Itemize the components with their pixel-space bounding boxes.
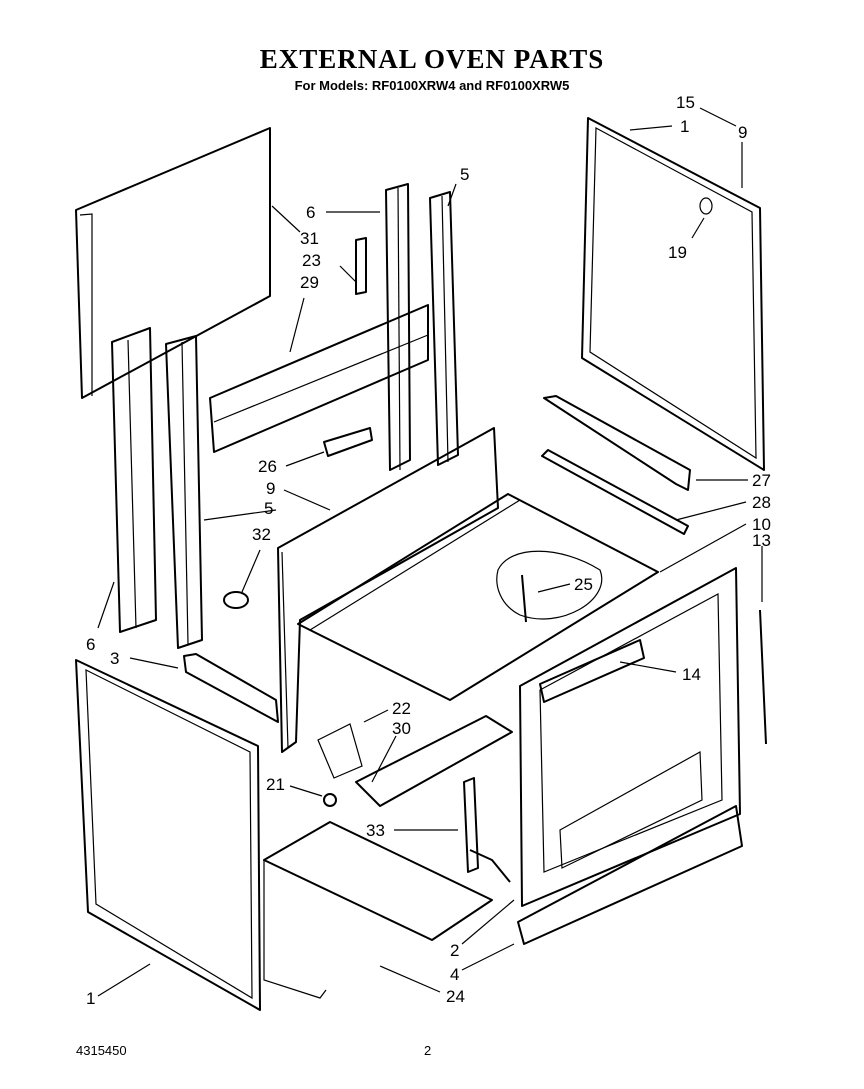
callout-24: 24: [446, 987, 465, 1006]
callout-23: 23: [302, 251, 321, 270]
side-panel-right-part: [581, 117, 765, 471]
strip-23-part: [355, 237, 367, 295]
callout-1-top: 1: [680, 117, 689, 136]
callout-13: 13: [752, 531, 771, 550]
callout-30: 30: [392, 719, 411, 738]
callout-22: 22: [392, 699, 411, 718]
callout-33: 33: [366, 821, 385, 840]
side-panel-left-part: [75, 659, 261, 1011]
strip-13-part: [759, 609, 767, 745]
callout-4: 4: [450, 965, 459, 984]
callout-1-bottom: 1: [86, 989, 95, 1008]
callout-25: 25: [574, 575, 593, 594]
callout-28: 28: [752, 493, 771, 512]
oven-bottom-part: [297, 493, 659, 701]
brace-3-part: [183, 653, 279, 723]
left-upright-parts: [111, 327, 203, 649]
page-number: 2: [424, 1043, 432, 1058]
rear-channel-parts: [385, 183, 459, 471]
callout-29: 29: [300, 273, 319, 292]
bracket-30-part: [355, 715, 513, 807]
callout-6-top: 6: [306, 203, 315, 222]
bottom-trim-part: [517, 805, 743, 945]
callout-31: 31: [300, 229, 319, 248]
callout-15: 15: [676, 93, 695, 112]
side-rail-parts: [541, 395, 691, 535]
callout-5-top: 5: [460, 165, 469, 184]
callout-27: 27: [752, 471, 771, 490]
callout-21: 21: [266, 775, 285, 794]
callout-14: 14: [682, 665, 701, 684]
callout-32: 32: [252, 525, 271, 544]
hinge-part: [463, 777, 511, 883]
callout-labels: 1 15 9 19 5 6 31 23 29 26 9 5 32 27 28 1…: [86, 93, 771, 1008]
callout-6-bottom: 6: [86, 635, 95, 654]
callout-2: 2: [450, 941, 459, 960]
callout-3: 3: [110, 649, 119, 668]
part-number: 4315450: [76, 1043, 127, 1058]
oven-liner-part: [277, 427, 499, 753]
terminal-block-part: [323, 427, 373, 457]
callout-26: 26: [258, 457, 277, 476]
callout-9-mid: 9: [266, 479, 275, 498]
front-frame-part: [519, 567, 741, 907]
rear-panel-part: [75, 127, 271, 399]
page-subtitle: For Models: RF0100XRW4 and RF0100XRW5: [294, 78, 570, 93]
bracket-22-part: [317, 723, 363, 779]
base-part: [263, 821, 493, 999]
leader-lines: [97, 107, 763, 997]
rear-bracket-part: [209, 304, 429, 453]
thermostat-part: [223, 591, 249, 609]
page-title: EXTERNAL OVEN PARTS: [259, 44, 605, 74]
top-trim-part: [539, 639, 645, 703]
callout-5-mid: 5: [264, 499, 273, 518]
leveling-leg-part: [323, 793, 337, 807]
callout-19: 19: [668, 243, 687, 262]
callout-9-top: 9: [738, 123, 747, 142]
callout-10: 10: [752, 515, 771, 534]
